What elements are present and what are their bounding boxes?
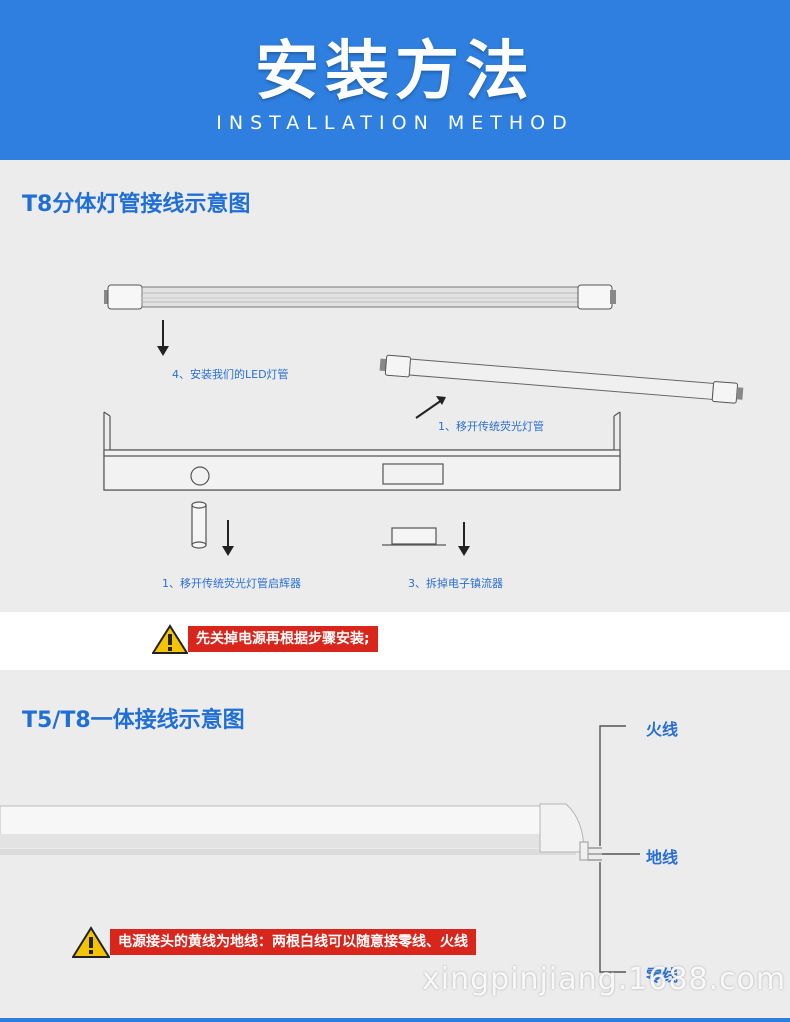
step-1-starter-label: 1、移开传统荧光灯管启辉器 bbox=[162, 577, 301, 590]
starter-illustration bbox=[191, 501, 207, 549]
step-4-label: 4、安装我们的LED灯管 bbox=[172, 368, 289, 381]
wire-bracket-lines bbox=[599, 725, 640, 973]
fixture-bracket-illustration bbox=[103, 411, 621, 491]
warning-triangle-icon bbox=[152, 624, 188, 654]
warning-triangle-icon bbox=[72, 926, 110, 958]
arrow-down-starter-icon bbox=[222, 520, 234, 556]
wire-label-ground: 地线 bbox=[646, 848, 679, 867]
wire-label-neutral: 零线 bbox=[646, 966, 679, 985]
led-tube-illustration bbox=[104, 284, 616, 310]
integrated-tube-illustration bbox=[0, 803, 602, 861]
warning-wire-note-text: 电源接头的黄线为地线：两根白线可以随意接零线、火线 bbox=[110, 929, 476, 955]
page-title: 安装方法 bbox=[255, 35, 535, 109]
warning-band: 先关掉电源再根据步骤安装; bbox=[0, 612, 790, 670]
step-3-label: 3、拆掉电子镇流器 bbox=[408, 577, 503, 590]
arrow-down-ballast-icon bbox=[458, 522, 470, 556]
fluorescent-tube-illustration bbox=[379, 354, 744, 404]
step-1-tube-label: 1、移开传统荧光灯管 bbox=[438, 420, 544, 433]
warning-power-off-text: 先关掉电源再根据步骤安装; bbox=[188, 626, 378, 652]
arrow-up-right-remove-icon bbox=[415, 396, 446, 419]
wire-label-live: 火线 bbox=[646, 720, 679, 739]
warning-wire-note: 电源接头的黄线为地线：两根白线可以随意接零线、火线 bbox=[72, 926, 476, 958]
section-title-t5-t8: T5/T8一体接线示意图 bbox=[22, 708, 245, 733]
header-banner: 安装方法 INSTALLATION METHOD bbox=[0, 0, 790, 160]
bottom-accent-bar bbox=[0, 1018, 790, 1022]
warning-power-off: 先关掉电源再根据步骤安装; bbox=[152, 624, 378, 654]
integrated-wiring-diagram bbox=[0, 725, 640, 973]
page-subtitle: INSTALLATION METHOD bbox=[216, 112, 574, 134]
section-title-t8-split: T8分体灯管接线示意图 bbox=[22, 192, 251, 217]
t8-split-diagram bbox=[103, 284, 744, 556]
arrow-down-install-icon bbox=[157, 320, 169, 356]
watermark-text: xingpinjiang.1688.com bbox=[422, 962, 787, 997]
t8-split-section: T8分体灯管接线示意图 bbox=[0, 160, 790, 612]
ballast-illustration bbox=[382, 527, 446, 546]
t5-t8-integrated-section: T5/T8一体接线示意图 火线 地线 零线 电源接头的黄线为地线： bbox=[0, 670, 790, 1022]
